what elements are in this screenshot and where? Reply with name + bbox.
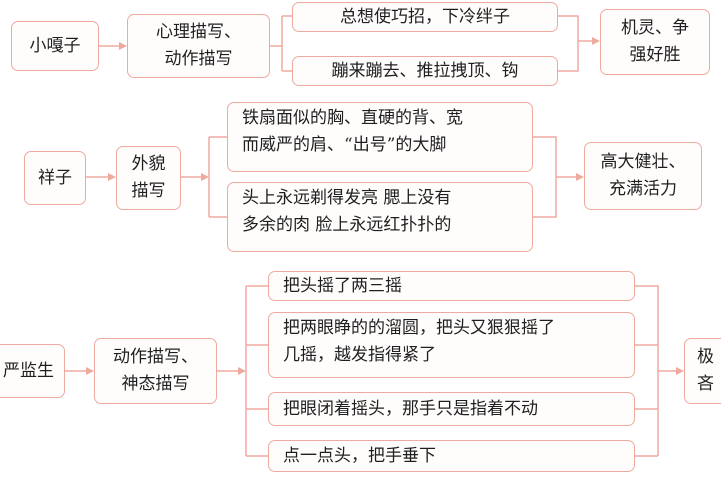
detail-text: 把头摇了两三摇 xyxy=(283,275,402,296)
character-label: 严监生 xyxy=(3,360,54,381)
method-line: 描写 xyxy=(131,181,166,201)
detail-text: 而威严的肩、“出号”的大脚 xyxy=(242,135,447,155)
detail-box: 点一点头，把手垂下 xyxy=(268,440,635,472)
character-box-xiaogazi: 小嘎子 xyxy=(11,21,99,71)
detail-box: 头上永远剃得发亮 腮上没有 多余的肉 脸上永远红扑扑的 xyxy=(227,182,533,252)
method-line: 动作描写、 xyxy=(113,347,198,367)
trait-box-3: 极 吝 xyxy=(684,338,721,404)
trait-box-1: 机灵、争 强好胜 xyxy=(600,9,710,75)
trait-line: 极 xyxy=(697,347,714,367)
character-box-xiangzi: 祥子 xyxy=(24,151,86,205)
method-box-1: 心理描写、 动作描写 xyxy=(127,14,270,78)
detail-box: 把头摇了两三摇 xyxy=(268,271,635,301)
detail-box: 蹦来蹦去、推拉拽顶、钩 xyxy=(292,56,558,86)
detail-text: 铁扇面似的胸、直硬的背、宽 xyxy=(242,108,463,128)
trait-line: 机灵、争 xyxy=(621,18,689,38)
character-box-yanjiansheng: 严监生 xyxy=(0,344,65,398)
method-line: 外貌 xyxy=(131,154,166,174)
trait-line: 强好胜 xyxy=(629,45,681,65)
character-label: 祥子 xyxy=(38,167,72,188)
trait-line: 吝 xyxy=(697,374,714,394)
detail-box: 把眼闭着摇头，那手只是指着不动 xyxy=(268,392,635,426)
detail-box: 总想使巧招，下冷绊子 xyxy=(292,2,558,32)
trait-line: 充满活力 xyxy=(609,179,677,199)
character-label: 小嘎子 xyxy=(29,35,81,56)
method-line: 心理描写、 xyxy=(156,22,241,42)
detail-text: 头上永远剃得发亮 腮上没有 xyxy=(242,188,452,208)
detail-text: 总想使巧招，下冷绊子 xyxy=(340,6,510,27)
detail-text: 蹦来蹦去、推拉拽顶、钩 xyxy=(331,60,519,81)
method-line: 神态描写 xyxy=(121,374,190,394)
trait-line: 高大健壮、 xyxy=(600,152,686,172)
method-box-3: 动作描写、 神态描写 xyxy=(94,338,217,404)
detail-text: 把两眼睁的的溜圆，把头又狠狠摇了 xyxy=(283,318,555,338)
method-line: 动作描写 xyxy=(164,49,233,69)
detail-box: 铁扇面似的胸、直硬的背、宽 而威严的肩、“出号”的大脚 xyxy=(227,102,533,172)
detail-text: 多余的肉 脸上永远红扑扑的 xyxy=(242,215,452,235)
trait-box-2: 高大健壮、 充满活力 xyxy=(584,142,702,210)
detail-text: 点一点头，把手垂下 xyxy=(283,445,436,466)
detail-text: 几摇，越发指得紧了 xyxy=(283,345,436,365)
detail-box: 把两眼睁的的溜圆，把头又狠狠摇了 几摇，越发指得紧了 xyxy=(268,312,635,378)
detail-text: 把眼闭着摇头，那手只是指着不动 xyxy=(283,398,538,419)
method-box-2: 外貌 描写 xyxy=(116,146,181,210)
